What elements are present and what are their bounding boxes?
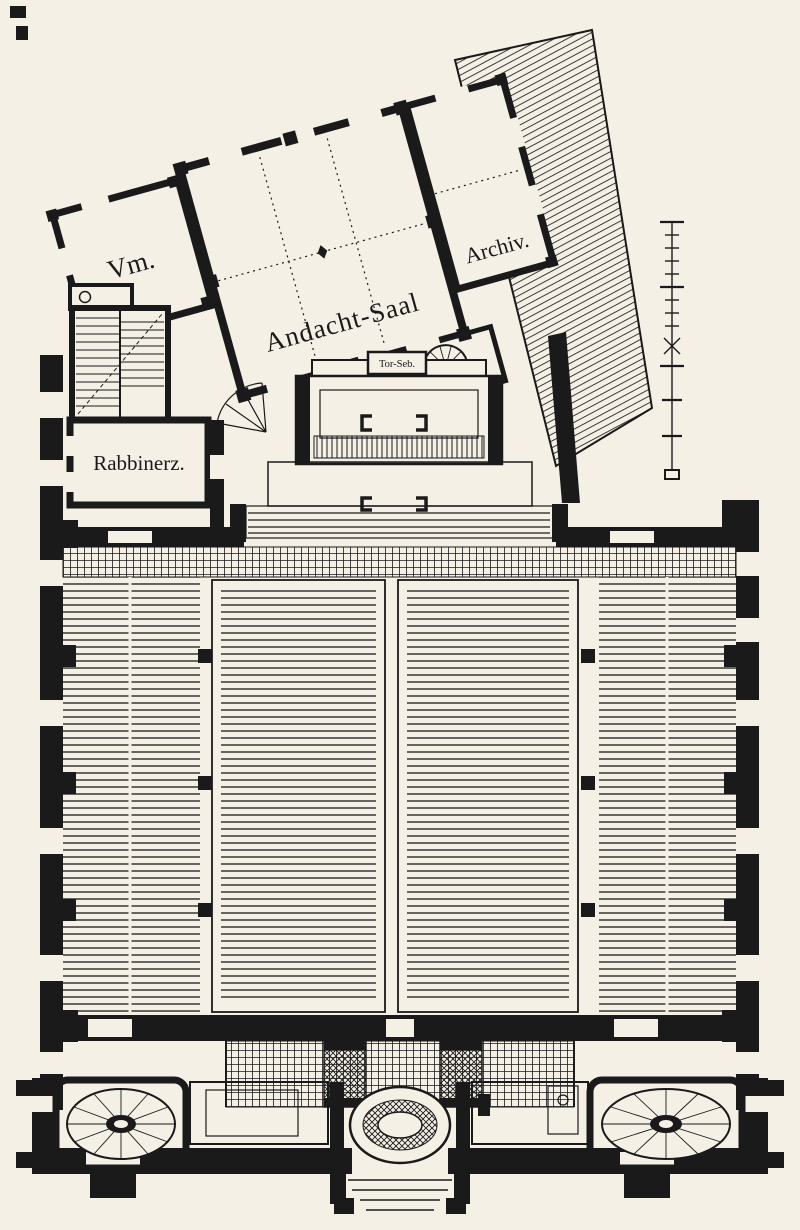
scale-bar-cross-mark [663,337,681,355]
connector-wall-left-door [210,455,224,479]
left-wall-windows [40,392,63,1074]
hall-entry-steps [230,496,568,542]
vestibule-pier-left [323,1040,367,1108]
label-rabbinerz: Rabbinerz. [93,451,185,475]
hall-top-wall-left [63,527,244,547]
hall-columns [198,649,595,917]
checker-gallery-band [62,546,737,578]
ark-bracket-left [360,414,372,432]
spiral-stair-lower-right [586,1076,746,1172]
central-entrance [330,1082,470,1214]
straight-stair-left [69,305,171,423]
ark-platform: Tor-Seb. [267,350,533,507]
bottom-room-left [189,1081,329,1145]
entrance-steps [348,1179,452,1211]
right-wall-windows [736,552,759,1074]
fan-stair [216,382,267,433]
spiral-stair-lower-left [52,1076,190,1172]
scale-bar [660,220,684,480]
column-circle [78,290,92,304]
plate-corner-marks [10,6,28,40]
pew-frame-center-left [211,579,386,1013]
label-tor-seb: Tor-Seb. [379,359,415,370]
main-hall-walls [40,355,759,1110]
ceiling-center-mark [317,245,328,259]
pew-block-center-right [407,589,569,1003]
bottom-room-right [471,1081,589,1145]
room-rabbinerz: Rabbinerz. [66,416,212,509]
pew-block-center-left [221,589,376,1003]
main-hall [62,546,737,1015]
pew-frame-center-right [397,579,579,1013]
facade-stubs [16,1080,784,1204]
tor-seb-box: Tor-Seb. [366,350,428,376]
connector-wall-right [548,332,580,503]
ark-bracket-right [416,414,428,432]
